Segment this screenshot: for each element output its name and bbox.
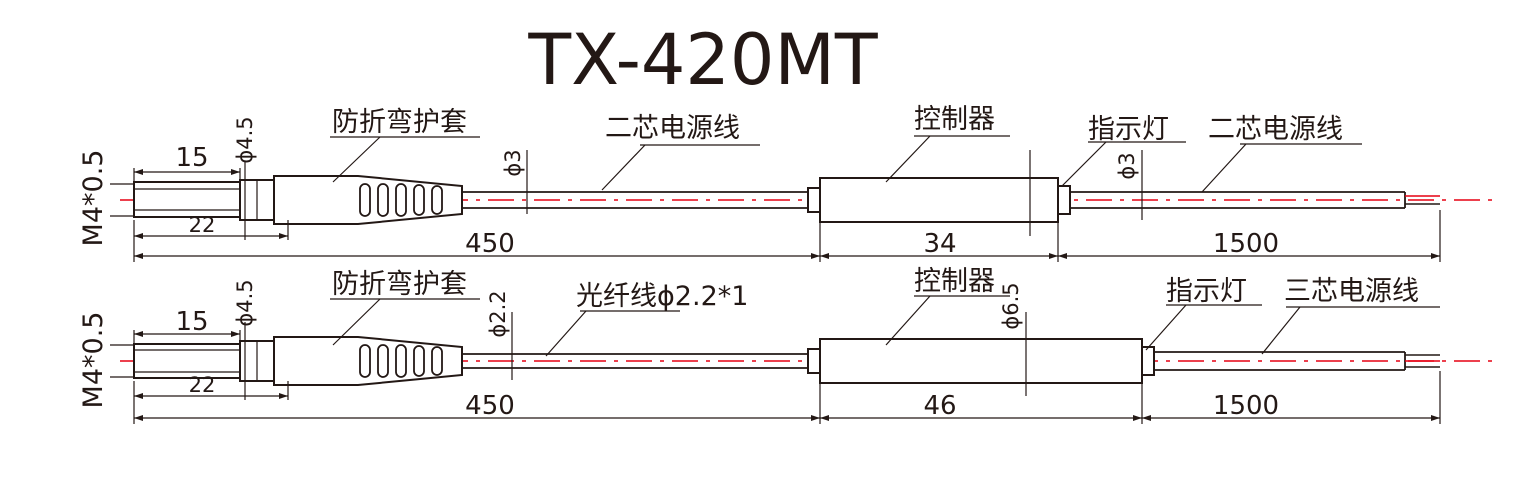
dim-controller-dia-lower: ϕ6.5 <box>999 282 1023 329</box>
dim-probe-total-upper: 22 <box>189 213 216 237</box>
label-sleeve-lower: 防折弯护套 <box>332 269 467 300</box>
dim-cable1-dia-upper: ϕ3 <box>501 149 525 176</box>
thread-label-upper: M4*0.5 <box>78 150 109 247</box>
dim-cable1-dia-lower: ϕ2.2 <box>486 290 510 337</box>
dim-cable1-len-lower: 450 <box>465 391 515 421</box>
dim-cable1-len-upper: 450 <box>465 229 515 259</box>
diagram-lower: M4*0.5 15 ϕ4.5 22 防折弯护套 ϕ2.2 光纤线ϕ2.2*1 控… <box>78 266 1492 424</box>
label-cable1-upper: 二芯电源线 <box>605 113 740 144</box>
probe-upper <box>133 179 275 221</box>
label-cable1-lower: 光纤线ϕ2.2*1 <box>576 281 748 312</box>
dim-probe-upper: 15 <box>175 143 208 173</box>
label-cable2-lower: 三芯电源线 <box>1284 276 1419 307</box>
label-cable2-upper: 二芯电源线 <box>1208 114 1343 145</box>
sleeve-lower <box>273 336 463 386</box>
probe-lower <box>133 340 275 382</box>
dim-controller-len-upper: 34 <box>923 229 956 259</box>
label-sleeve-upper: 防折弯护套 <box>332 107 467 138</box>
cable1-upper <box>462 187 821 213</box>
dim-cable2-dia-upper: ϕ3 <box>1115 152 1139 179</box>
dim-controller-len-lower: 46 <box>923 391 956 421</box>
thread-label-lower: M4*0.5 <box>78 312 109 409</box>
drawing-title: TX-420MT <box>527 19 877 101</box>
dim-probe-dia-upper: ϕ4.5 <box>233 116 257 163</box>
dim-probe-dia-lower: ϕ4.5 <box>233 279 257 326</box>
label-indicator-lower: 指示灯 <box>1166 276 1247 307</box>
sleeve-upper <box>273 175 463 225</box>
dim-probe-total-lower: 22 <box>189 373 216 397</box>
label-indicator-upper: 指示灯 <box>1088 114 1169 145</box>
dim-cable2-len-lower: 1500 <box>1213 391 1279 421</box>
diagram-upper: M4*0.5 15 ϕ4.5 22 防折弯护套 ϕ3 二芯电源线 控制器 <box>78 104 1492 262</box>
label-controller-upper: 控制器 <box>914 104 995 135</box>
cable2-upper <box>1057 185 1440 215</box>
cable2-lower <box>1141 346 1440 376</box>
dim-cable2-len-upper: 1500 <box>1213 229 1279 259</box>
label-controller-lower: 控制器 <box>914 266 995 297</box>
dim-probe-lower: 15 <box>175 307 208 337</box>
controller-lower <box>819 338 1143 384</box>
controller-upper <box>819 177 1059 223</box>
